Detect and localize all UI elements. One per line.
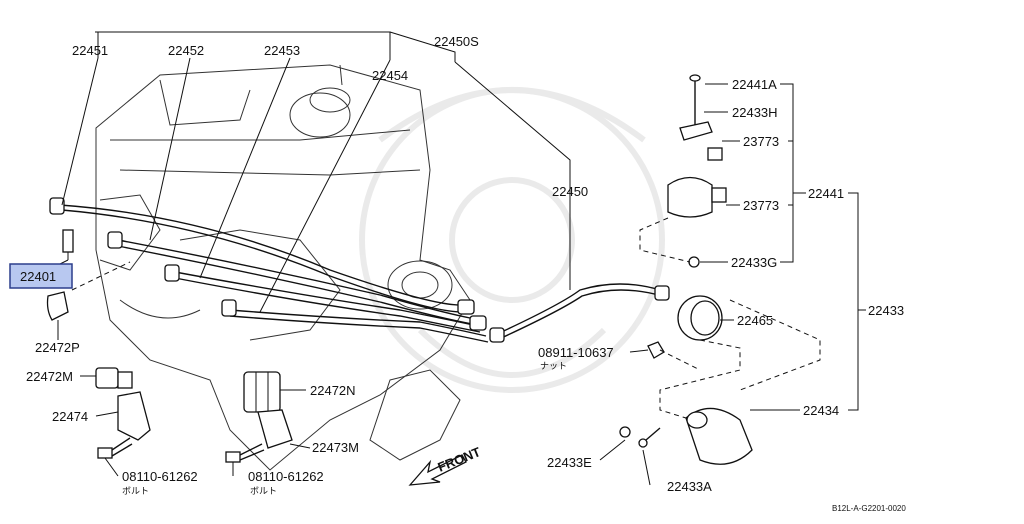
label-22433H[interactable]: 22433H — [732, 105, 778, 120]
label-22454[interactable]: 22454 — [372, 68, 408, 83]
label-22450S[interactable]: 22450S — [434, 34, 479, 49]
front-arrow-icon — [408, 454, 467, 486]
condenser-22465 — [677, 295, 723, 341]
label-22452[interactable]: 22452 — [168, 43, 204, 58]
dashed-assembly-lines — [71, 217, 821, 419]
spark-plug — [62, 229, 74, 260]
label-22453[interactable]: 22453 — [264, 43, 300, 58]
label-08110-61262-right[interactable]: 08110-61262 — [248, 469, 324, 484]
leader-lines — [51, 31, 866, 486]
label-22401[interactable]: 22401 — [20, 269, 56, 284]
label-22434[interactable]: 22434 — [803, 403, 839, 418]
nut-22433E — [619, 426, 631, 438]
label-08110-61262-left[interactable]: 08110-61262 — [122, 469, 198, 484]
label-08110-left-note: ボルト — [122, 486, 149, 496]
label-22441A[interactable]: 22441A — [732, 77, 777, 92]
clip-22472P — [46, 291, 69, 321]
holder-22472M — [95, 367, 133, 389]
label-22433G[interactable]: 22433G — [731, 255, 777, 270]
label-22433[interactable]: 22433 — [868, 303, 904, 318]
highlight-22401 — [9, 263, 73, 289]
bolt-left — [97, 437, 133, 459]
label-22465[interactable]: 22465 — [737, 313, 773, 328]
diagram-code: B12L-A-G2201-0020 — [832, 504, 906, 513]
label-22474[interactable]: 22474 — [52, 409, 88, 424]
label-22472P[interactable]: 22472P — [35, 340, 80, 355]
label-22472M[interactable]: 22472M — [26, 369, 73, 384]
label-08911-note: ナット — [540, 361, 567, 371]
label-22433A[interactable]: 22433A — [667, 479, 712, 494]
label-22441[interactable]: 22441 — [808, 186, 844, 201]
coil-bracket-assembly — [667, 74, 727, 268]
label-23773-lower[interactable]: 23773 — [743, 198, 779, 213]
watermark-logo — [359, 87, 665, 393]
nut-08911 — [647, 341, 665, 359]
bracket-22473M — [257, 409, 293, 449]
holder-22472N — [243, 371, 281, 413]
front-label: FRONT — [436, 444, 483, 475]
bolt-mid — [225, 443, 265, 463]
ignition-coil-22434 — [685, 407, 753, 465]
label-22433E[interactable]: 22433E — [547, 455, 592, 470]
label-22450[interactable]: 22450 — [552, 184, 588, 199]
screw-22433A — [638, 427, 661, 448]
spark-plug-wire-set — [49, 197, 670, 343]
label-08911-10637[interactable]: 08911-10637 — [538, 345, 614, 360]
bracket-22474 — [117, 391, 151, 441]
label-08110-right-note: ボルト — [250, 486, 277, 496]
label-22473M[interactable]: 22473M — [312, 440, 359, 455]
label-23773-upper[interactable]: 23773 — [743, 134, 779, 149]
label-22472N[interactable]: 22472N — [310, 383, 356, 398]
label-22451[interactable]: 22451 — [72, 43, 108, 58]
